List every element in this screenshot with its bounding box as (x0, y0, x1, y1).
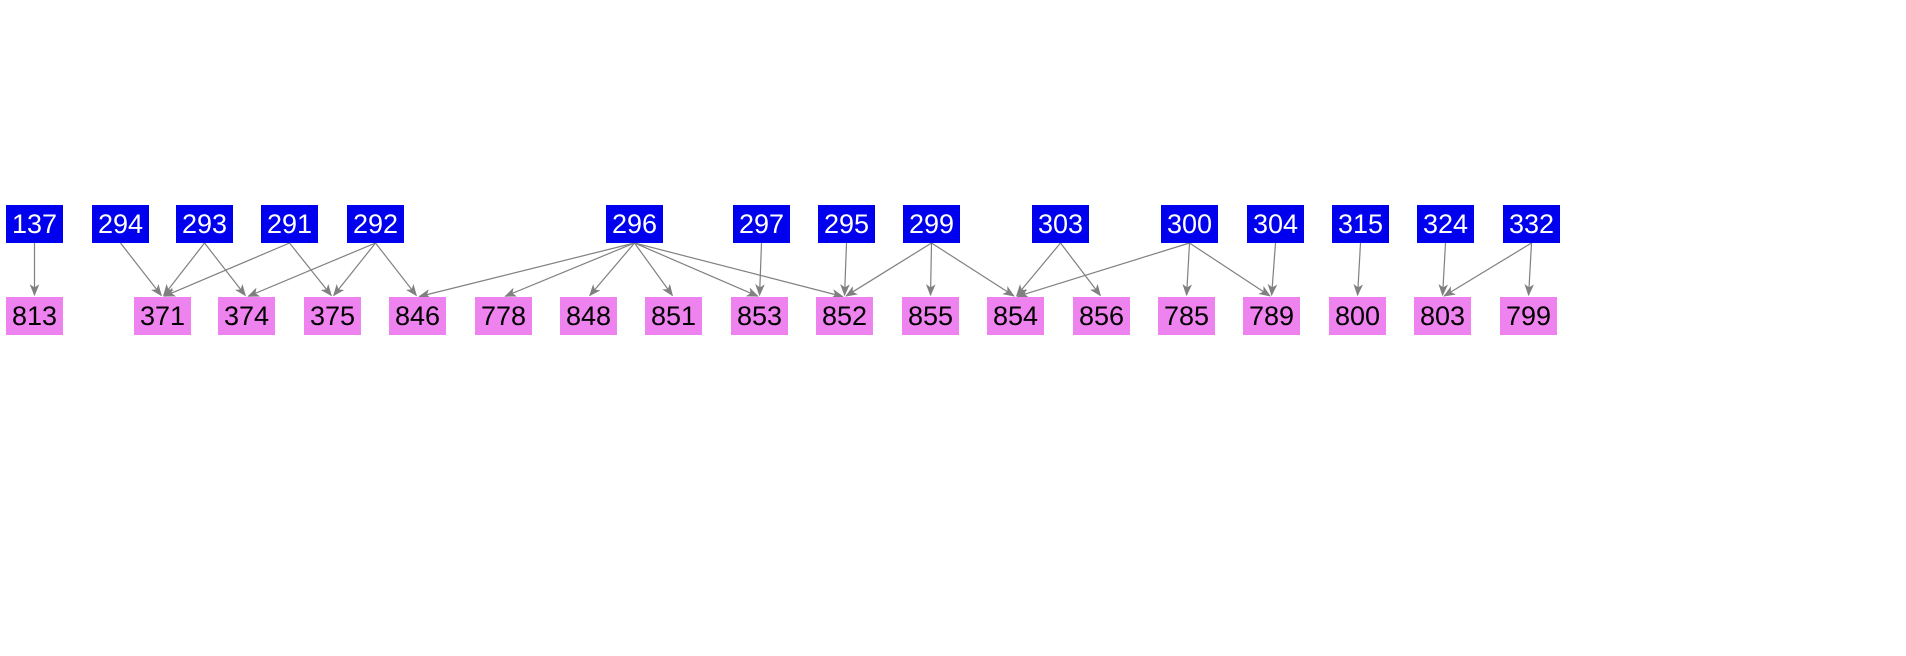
edge (845, 242, 932, 297)
source-node[interactable]: 299 (903, 205, 960, 243)
target-node[interactable]: 785 (1158, 297, 1215, 335)
edge (1443, 242, 1532, 297)
edge (925, 242, 936, 297)
node-label: 851 (650, 300, 697, 331)
node-label: 291 (266, 208, 313, 239)
node-label: 854 (992, 300, 1039, 331)
edge (755, 242, 765, 297)
edge (375, 242, 418, 297)
source-node[interactable]: 296 (606, 205, 663, 243)
node-label: 293 (181, 208, 228, 239)
node-label: 295 (823, 208, 870, 239)
node-label: 846 (394, 300, 441, 331)
node-label: 294 (97, 208, 144, 239)
node-label: 315 (1337, 208, 1384, 239)
target-node[interactable]: 803 (1414, 297, 1471, 335)
node-label: 800 (1334, 300, 1381, 331)
edge (589, 242, 635, 297)
edge (634, 242, 759, 297)
node-label: 799 (1505, 300, 1552, 331)
target-node[interactable]: 853 (731, 297, 788, 335)
node-label: 304 (1252, 208, 1299, 239)
source-node[interactable]: 291 (261, 205, 318, 243)
node-label: 785 (1163, 300, 1210, 331)
target-node[interactable]: 778 (475, 297, 532, 335)
node-label: 374 (223, 300, 270, 331)
edge (1353, 242, 1364, 297)
edge (1438, 242, 1449, 297)
target-node[interactable]: 813 (6, 297, 63, 335)
edge (289, 242, 333, 297)
source-node[interactable]: 292 (347, 205, 404, 243)
edge-group (29, 242, 1535, 299)
node-label: 856 (1078, 300, 1125, 331)
node-label: 371 (139, 300, 186, 331)
node-label: 855 (907, 300, 954, 331)
edge (1016, 242, 1190, 298)
target-node[interactable]: 851 (645, 297, 702, 335)
target-node[interactable]: 856 (1073, 297, 1130, 335)
source-node[interactable]: 332 (1503, 205, 1560, 243)
node-label: 375 (309, 300, 356, 331)
source-node[interactable]: 303 (1032, 205, 1089, 243)
node-label: 292 (352, 208, 399, 239)
edge (634, 242, 674, 297)
target-node[interactable]: 852 (816, 297, 873, 335)
edge (163, 242, 290, 297)
target-node[interactable]: 848 (560, 297, 617, 335)
edge (634, 242, 844, 299)
source-node[interactable]: 294 (92, 205, 149, 243)
target-node[interactable]: 855 (902, 297, 959, 335)
target-node[interactable]: 374 (218, 297, 275, 335)
node-label: 324 (1422, 208, 1469, 239)
target-node[interactable]: 799 (1500, 297, 1557, 335)
node-label: 778 (480, 300, 527, 331)
source-node[interactable]: 297 (733, 205, 790, 243)
edge (1182, 242, 1193, 297)
edge (204, 242, 247, 297)
source-node[interactable]: 324 (1417, 205, 1474, 243)
edge (120, 242, 163, 297)
node-label: 137 (11, 208, 58, 239)
source-node[interactable]: 293 (176, 205, 233, 243)
node-label: 813 (11, 300, 58, 331)
source-node[interactable]: 315 (1332, 205, 1389, 243)
edge (931, 242, 1015, 297)
target-node[interactable]: 846 (389, 297, 446, 335)
target-node[interactable]: 375 (304, 297, 361, 335)
edge (1267, 242, 1278, 297)
node-label: 789 (1248, 300, 1295, 331)
edge (1189, 242, 1271, 297)
node-label: 853 (736, 300, 783, 331)
source-node[interactable]: 304 (1247, 205, 1304, 243)
node-label: 848 (565, 300, 612, 331)
node-label: 803 (1419, 300, 1466, 331)
node-label: 300 (1166, 208, 1213, 239)
target-node[interactable]: 800 (1329, 297, 1386, 335)
node-label: 332 (1508, 208, 1555, 239)
source-node[interactable]: 137 (6, 205, 63, 243)
source-node[interactable]: 295 (818, 205, 875, 243)
node-label: 297 (738, 208, 785, 239)
edge (1060, 242, 1102, 297)
node-label: 852 (821, 300, 868, 331)
edge (504, 242, 635, 297)
edge (418, 242, 635, 299)
edge (840, 242, 850, 297)
edge (1524, 242, 1535, 297)
node-label: 303 (1037, 208, 1084, 239)
node-label: 299 (908, 208, 955, 239)
edge (247, 242, 376, 297)
node-label: 296 (611, 208, 658, 239)
target-node[interactable]: 371 (134, 297, 191, 335)
target-node[interactable]: 854 (987, 297, 1044, 335)
source-node[interactable]: 300 (1161, 205, 1218, 243)
target-node[interactable]: 789 (1243, 297, 1300, 335)
edge (332, 242, 376, 297)
edge (1016, 242, 1061, 297)
edge (162, 242, 205, 297)
